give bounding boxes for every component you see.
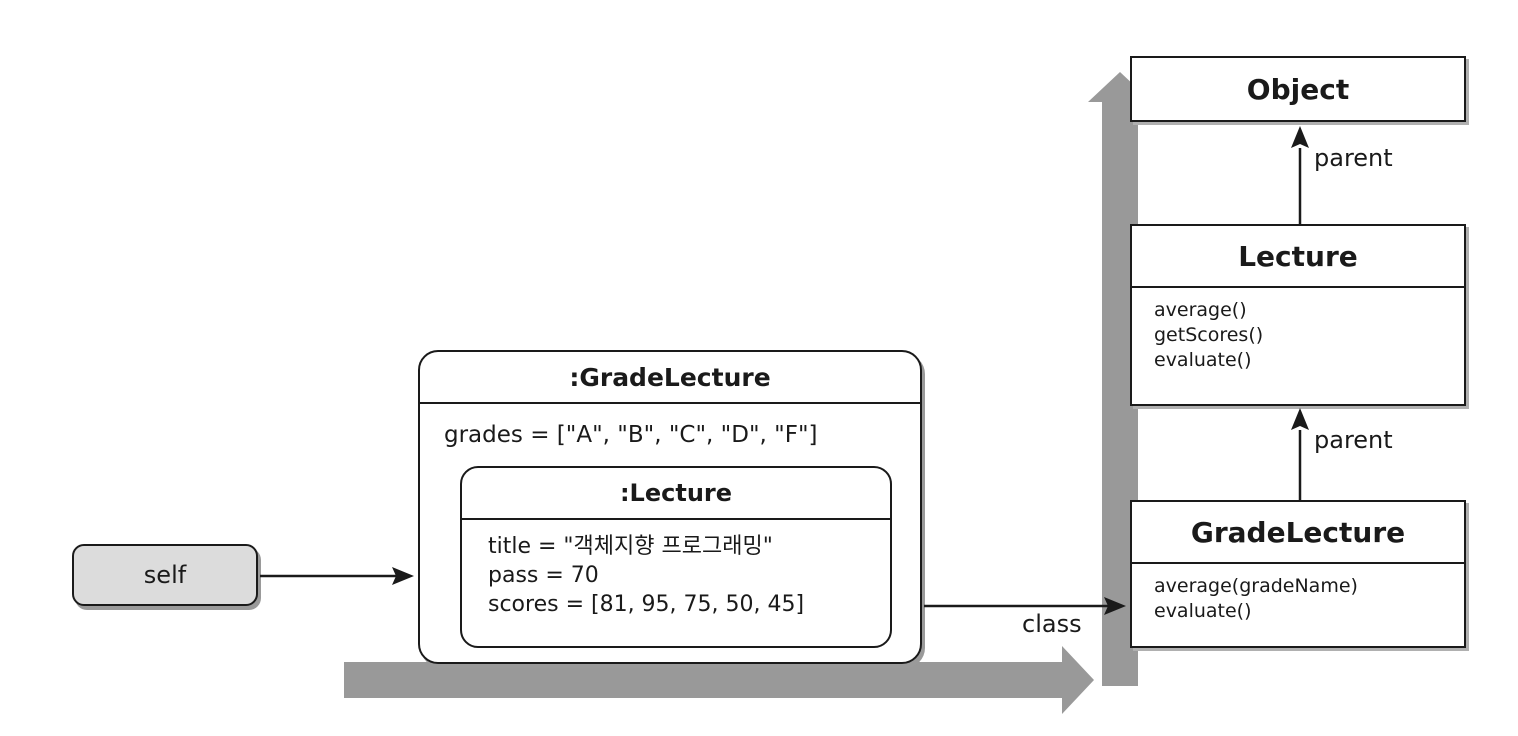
- lecture-class-title: Lecture: [1238, 239, 1358, 273]
- method-evaluate: evaluate(): [1154, 600, 1252, 622]
- method-average-grade-name: average(gradeName): [1154, 575, 1358, 597]
- pass-attribute: pass = 70: [488, 563, 599, 588]
- class-label: class: [1022, 610, 1082, 638]
- parent-label-object: parent: [1314, 144, 1393, 172]
- class-arrowhead: [1104, 597, 1126, 615]
- title-attribute: title = "객체지향 프로그래밍": [488, 534, 773, 559]
- grade-lecture-instance-title: :GradeLecture: [420, 352, 920, 404]
- lecture-instance-attributes: title = "객체지향 프로그래밍" pass = 70 scores = …: [462, 520, 890, 619]
- grade-lecture-class-title: GradeLecture: [1190, 515, 1406, 549]
- grades-attribute: grades = ["A", "B", "C", "D", "F"]: [444, 422, 818, 448]
- self-arrowhead: [392, 567, 414, 585]
- parent-arrowhead-lecture: [1291, 408, 1309, 430]
- self-box: self: [72, 544, 258, 606]
- object-class: Object: [1130, 56, 1466, 122]
- lecture-instance-title: :Lecture: [462, 468, 890, 520]
- grade-lecture-class-methods: average(gradeName) evaluate(): [1132, 562, 1464, 624]
- parent-arrowhead-object: [1291, 126, 1309, 148]
- method-get-scores: getScores(): [1154, 324, 1264, 346]
- object-class-title: Object: [1246, 72, 1350, 106]
- method-average: average(): [1154, 299, 1247, 321]
- lecture-instance: :Lecture title = "객체지향 프로그래밍" pass = 70 …: [460, 466, 892, 648]
- method-evaluate: evaluate(): [1154, 349, 1252, 371]
- lecture-class-methods: average() getScores() evaluate(): [1132, 286, 1464, 373]
- grade-lecture-class: GradeLecture average(gradeName) evaluate…: [1130, 500, 1466, 648]
- self-label: self: [143, 561, 187, 589]
- scores-attribute: scores = [81, 95, 75, 50, 45]: [488, 592, 805, 617]
- lecture-class: Lecture average() getScores() evaluate(): [1130, 224, 1466, 406]
- parent-label-lecture: parent: [1314, 426, 1393, 454]
